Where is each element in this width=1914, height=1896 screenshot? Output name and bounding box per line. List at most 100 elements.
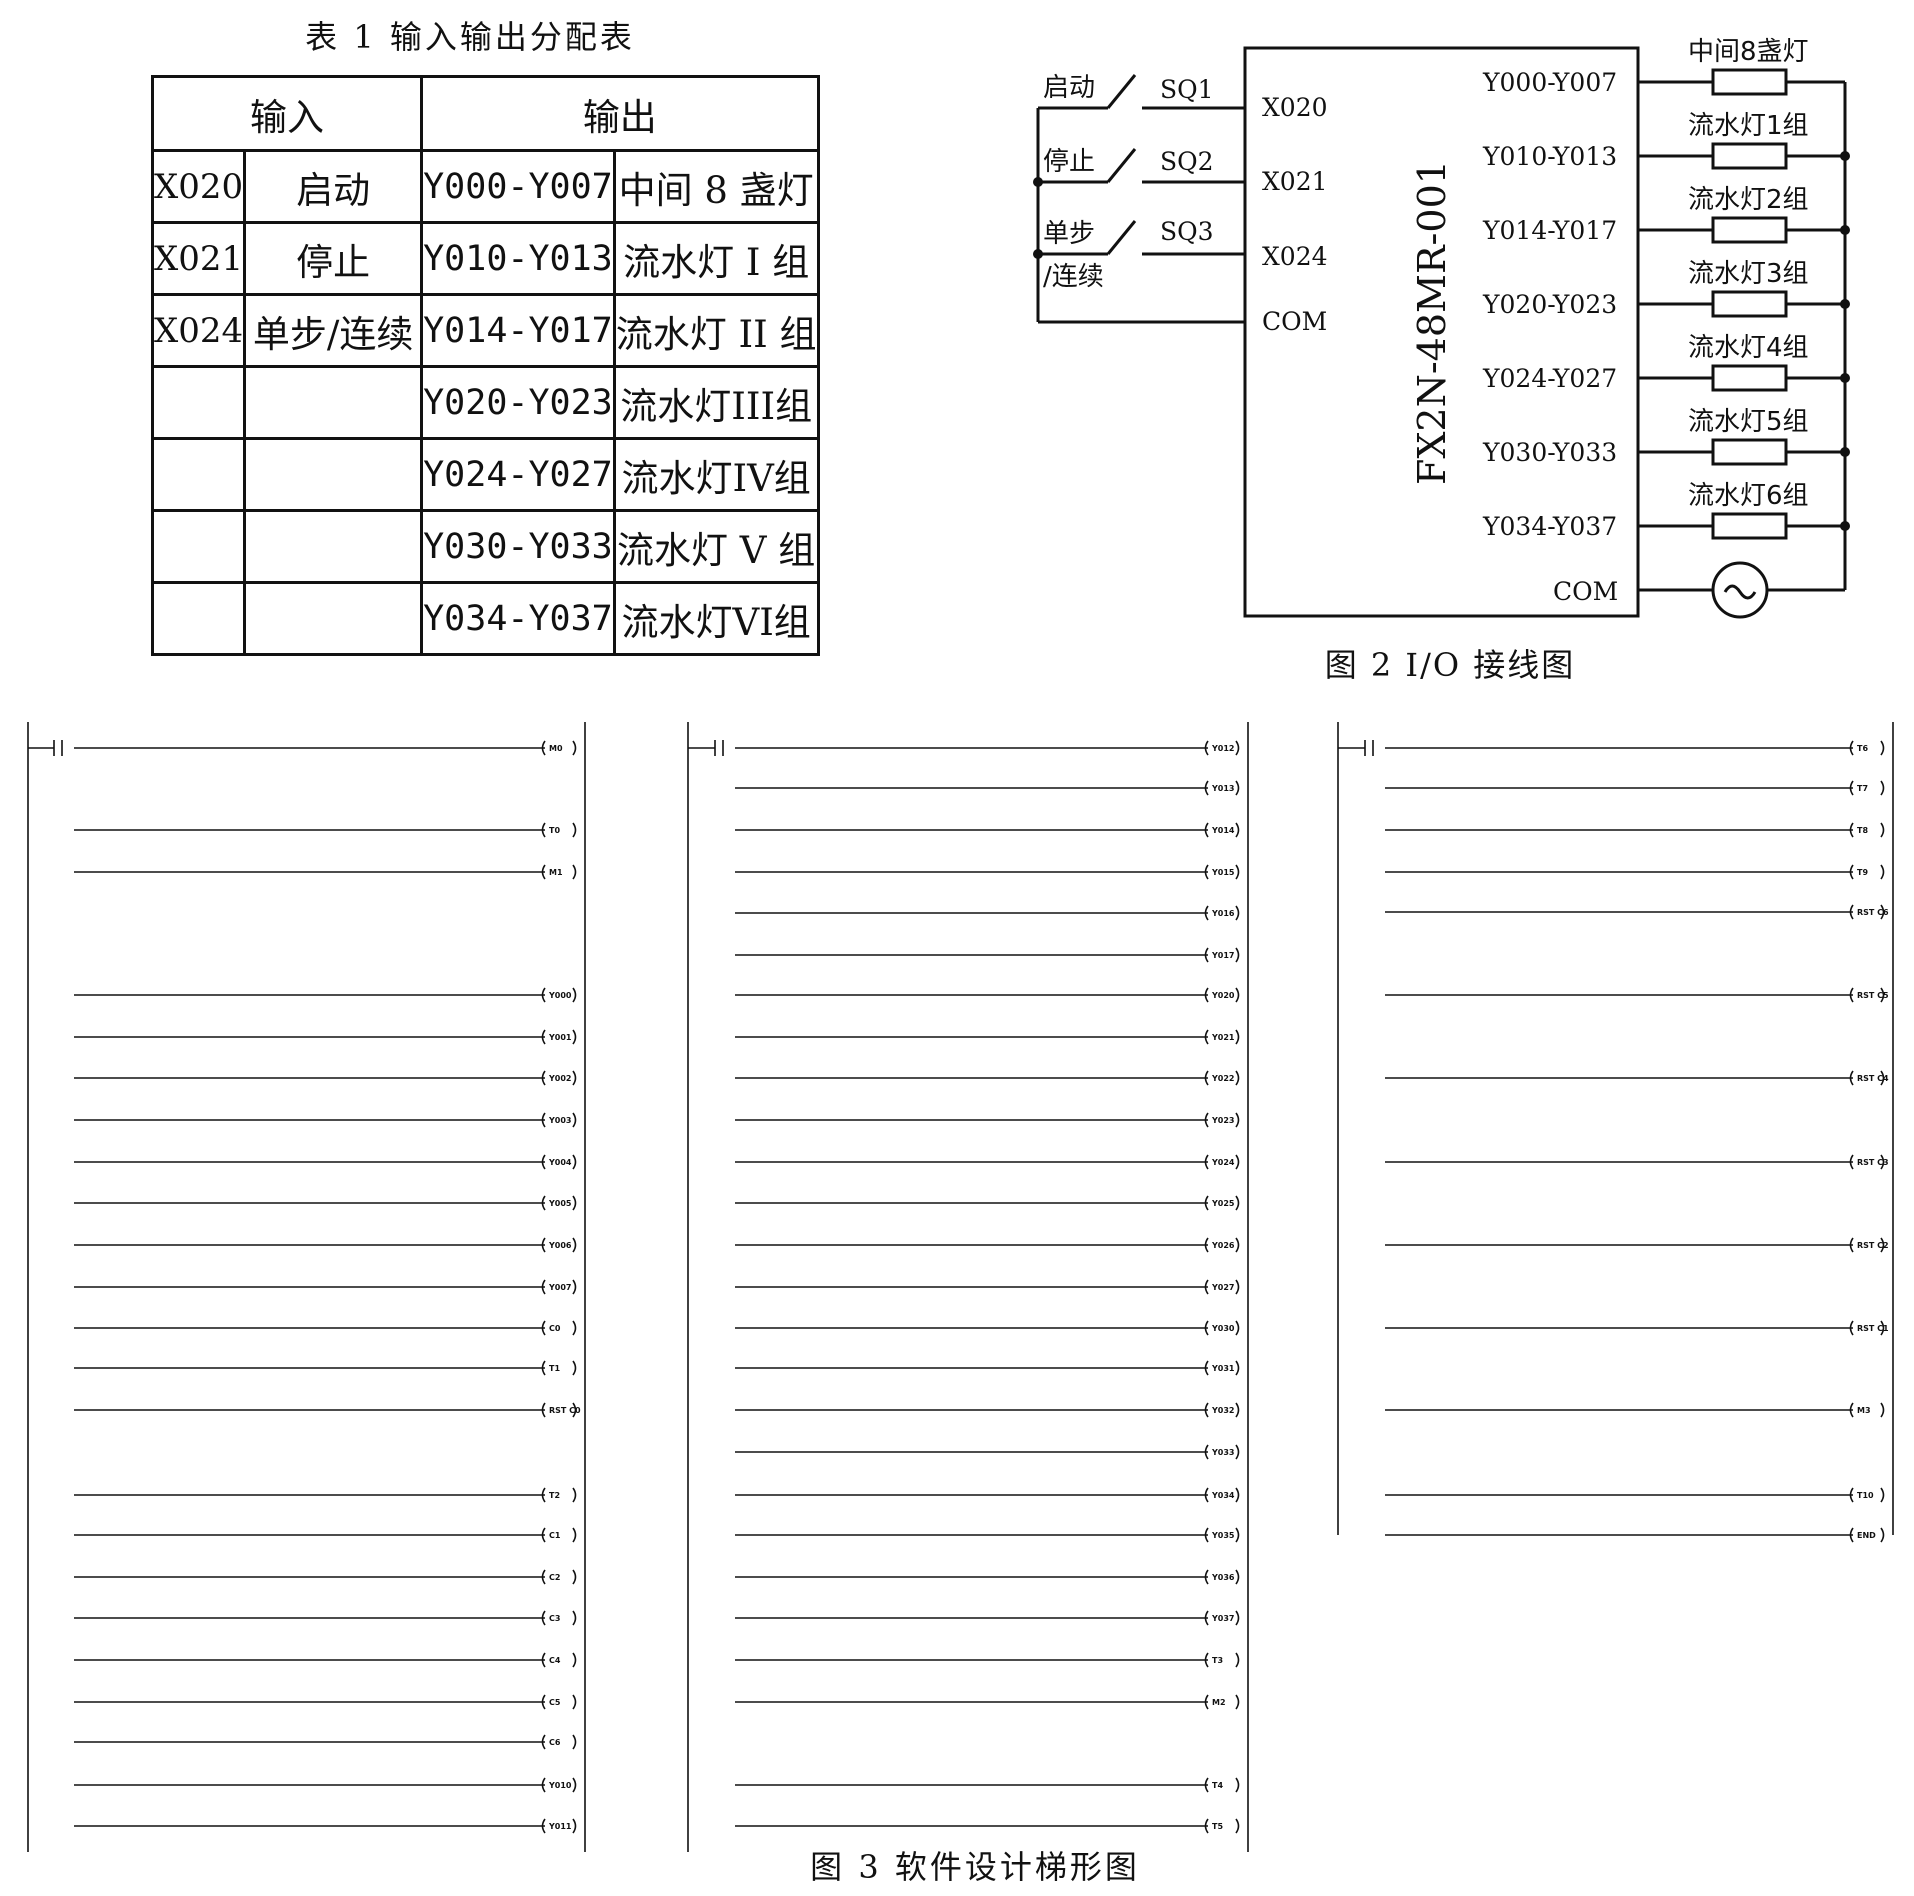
coil-label: T4 [1212, 1781, 1223, 1790]
header-input: 输入 [150, 75, 424, 152]
output-terminal: Y010-Y013 [1482, 142, 1617, 171]
coil-label: Y012 [1211, 744, 1235, 753]
coil-label: Y002 [548, 1074, 572, 1083]
coil-icon [1204, 1610, 1240, 1626]
switch-label: 启动 [1043, 73, 1095, 103]
output-load: 中间 8 盏灯 [612, 149, 820, 224]
coil-icon [1204, 1652, 1240, 1668]
output-address: Y010-Y013 [420, 221, 616, 296]
switch-label: 单步 [1043, 219, 1095, 249]
coil-icon [541, 1029, 577, 1045]
input-function [243, 365, 424, 440]
coil-label: RST C3 [1857, 1158, 1889, 1167]
coil-icon [1849, 1402, 1885, 1418]
coil-icon [1204, 1694, 1240, 1710]
table-caption: 表 1 输入输出分配表 [305, 18, 635, 56]
coil-label: Y035 [1211, 1531, 1235, 1540]
coil-icon [541, 1360, 577, 1376]
coil-icon [1204, 1279, 1240, 1295]
coil-icon [541, 1402, 577, 1418]
input-function: 单步/连续 [243, 293, 424, 368]
output-address: Y000-Y007 [420, 149, 616, 224]
coil-label: Y005 [548, 1199, 572, 1208]
coil-label: C3 [549, 1614, 560, 1623]
coil-icon [1204, 1112, 1240, 1128]
input-terminal: X021 [1262, 167, 1328, 196]
coil-icon [1204, 1237, 1240, 1253]
coil-label: Y001 [548, 1033, 572, 1042]
coil-label: Y003 [548, 1116, 572, 1125]
coil-label: C2 [549, 1573, 560, 1582]
coil-label: C6 [549, 1738, 561, 1747]
coil-icon [1204, 947, 1240, 963]
coil-label: Y027 [1211, 1283, 1235, 1292]
coil-icon [1204, 987, 1240, 1003]
coil-label: Y007 [548, 1283, 572, 1292]
coil-icon [541, 987, 577, 1003]
coil-label: M3 [1857, 1406, 1871, 1415]
input-address [150, 509, 247, 584]
output-address: Y024-Y027 [420, 437, 616, 512]
coil-label: Y016 [1211, 909, 1235, 918]
io-assignment-table: 输入 输出 X020 启动 Y000-Y007 中间 8 盏灯 X021 停止 … [150, 75, 820, 656]
coil-label: T5 [1212, 1822, 1223, 1831]
coil-icon [541, 1070, 577, 1086]
load-label: 流水灯5组 [1688, 407, 1809, 437]
output-address: Y014-Y017 [420, 293, 616, 368]
ladder-diagram: M0T0M1Y000Y001Y002Y003Y004Y005Y006Y007C0… [27, 722, 1894, 1852]
coil-label: Y030 [1211, 1324, 1235, 1333]
coil-label: Y006 [548, 1241, 572, 1250]
coil-icon [541, 1818, 577, 1834]
coil-label: RST C1 [1857, 1324, 1889, 1333]
coil-label: Y032 [1211, 1406, 1235, 1415]
coil-icon [1849, 1320, 1885, 1336]
input-address: X021 [150, 221, 247, 296]
coil-label: T8 [1857, 826, 1868, 835]
coil-label: RST C0 [549, 1406, 581, 1415]
coil-icon [541, 1195, 577, 1211]
coil-label: T10 [1857, 1491, 1874, 1500]
coil-icon [1849, 987, 1885, 1003]
lamp-load-icon [1711, 68, 1788, 96]
coil-icon [541, 1694, 577, 1710]
switch-sq1 [1106, 74, 1137, 109]
coil-label: Y021 [1211, 1033, 1235, 1042]
coil-icon [541, 1279, 577, 1295]
coil-icon [1204, 1444, 1240, 1460]
output-terminal: Y030-Y033 [1482, 438, 1617, 467]
coil-label: T3 [1212, 1656, 1223, 1665]
coil-label: Y011 [548, 1822, 572, 1831]
output-load: 流水灯 I 组 [612, 221, 820, 296]
coil-icon [1204, 1360, 1240, 1376]
coil-icon [1204, 1195, 1240, 1211]
input-function [243, 509, 424, 584]
output-com: COM [1553, 577, 1618, 606]
coil-label: Y017 [1211, 951, 1235, 960]
coil-icon [541, 822, 577, 838]
input-function: 停止 [243, 221, 424, 296]
output-load: 流水灯 V 组 [612, 509, 820, 584]
coil-label: Y031 [1211, 1364, 1235, 1373]
output-address: Y034-Y037 [420, 581, 616, 656]
table-row: X024 单步/连续 Y014-Y017 流水灯 II 组 [150, 293, 820, 368]
coil-icon [1204, 1154, 1240, 1170]
lamp-load-icon [1711, 142, 1788, 170]
coil-icon [1204, 1818, 1240, 1834]
lamp-load-icon [1711, 512, 1788, 540]
output-terminal: Y014-Y017 [1482, 216, 1617, 245]
switch-sq2 [1106, 148, 1137, 183]
coil-icon [1204, 864, 1240, 880]
coil-icon [1849, 864, 1885, 880]
output-terminal: Y034-Y037 [1482, 512, 1617, 541]
input-address [150, 581, 247, 656]
table-row: Y034-Y037 流水灯VI组 [150, 581, 820, 656]
coil-label: RST C4 [1857, 1074, 1889, 1083]
input-terminal: X020 [1262, 93, 1328, 122]
coil-label: T2 [549, 1491, 560, 1500]
coil-label: Y033 [1211, 1448, 1235, 1457]
plc-model: FX2N-48MR-001 [1410, 160, 1454, 485]
coil-icon [541, 1527, 577, 1543]
output-load: 流水灯IV组 [612, 437, 820, 512]
coil-label: T0 [549, 826, 560, 835]
load-label: 中间8盏灯 [1688, 37, 1809, 67]
